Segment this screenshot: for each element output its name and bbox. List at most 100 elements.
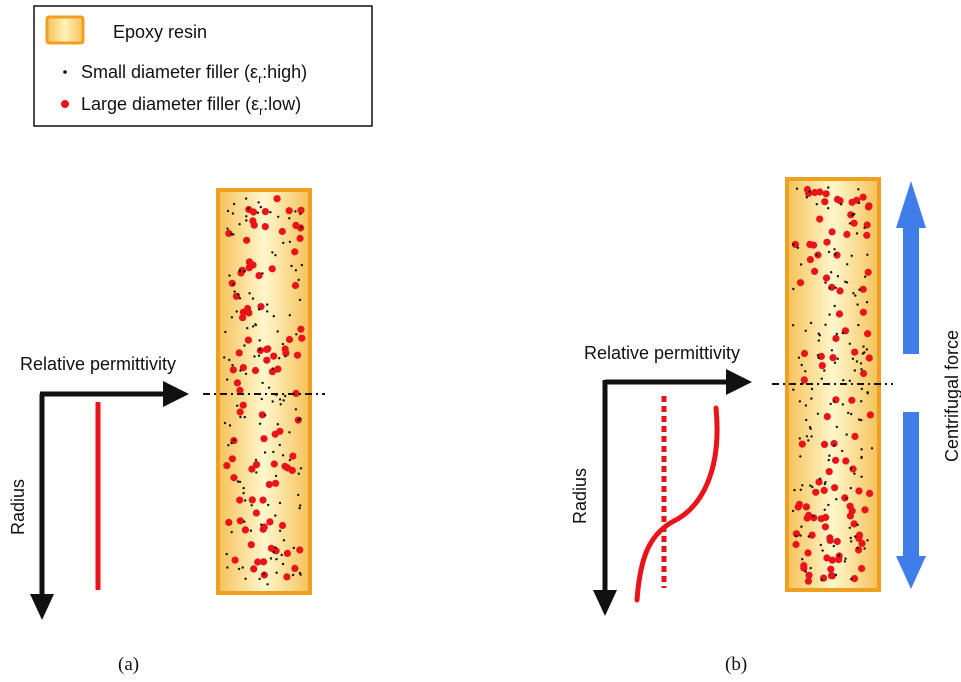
large-filler-particle [850, 575, 859, 583]
large-filler-particle [865, 354, 873, 362]
x-axis-label-b: Relative permittivity [584, 343, 740, 363]
large-filler-particle [265, 480, 273, 489]
small-filler-particle [857, 188, 860, 191]
small-filler-particle [277, 215, 280, 218]
small-filler-particle [297, 472, 300, 475]
large-filler-particle [835, 310, 844, 318]
small-filler-particle [272, 450, 275, 454]
small-filler-particle [292, 546, 295, 550]
small-filler-particle [849, 486, 852, 490]
small-filler-particle [799, 455, 802, 458]
small-filler-particle [230, 441, 233, 445]
large-filler-particle [821, 523, 830, 531]
large-filler-particle [229, 366, 237, 374]
small-filler-particle [860, 400, 863, 403]
small-filler-particle [232, 438, 236, 442]
legend-large-filler-dot [61, 100, 69, 108]
small-filler-particle [272, 550, 275, 554]
small-filler-particle [259, 205, 262, 209]
large-filler-particle [814, 251, 822, 259]
large-filler-particle [830, 439, 838, 448]
small-filler-particle [834, 253, 837, 256]
small-filler-particle [282, 539, 286, 542]
small-filler-particle [247, 207, 250, 210]
small-filler-particle [297, 418, 300, 422]
small-filler-particle [249, 529, 253, 532]
small-filler-particle [804, 329, 807, 332]
large-filler-particle [230, 474, 238, 482]
small-filler-particle [297, 278, 300, 282]
small-filler-particle [850, 254, 853, 257]
small-filler-particle [845, 281, 849, 284]
large-filler-particle [792, 530, 801, 538]
large-filler-particle [263, 356, 271, 364]
y-axis-label-b: Radius [570, 468, 590, 524]
caption-a: (a) [118, 654, 139, 675]
small-filler-particle [264, 414, 267, 417]
small-filler-particle [260, 523, 263, 526]
small-filler-particle [827, 458, 830, 462]
small-filler-particle [819, 543, 822, 547]
small-filler-particle [835, 425, 838, 429]
small-filler-particle [866, 391, 869, 394]
small-filler-particle [845, 497, 848, 500]
small-filler-particle [798, 400, 802, 403]
small-filler-particle [815, 253, 818, 257]
large-filler-particle [851, 348, 859, 356]
small-filler-particle [253, 355, 256, 358]
large-filler-particle [855, 487, 863, 495]
small-filler-particle [267, 503, 270, 507]
large-filler-particle [860, 369, 868, 378]
small-filler-particle [242, 486, 245, 490]
legend-epoxy-swatch [45, 15, 85, 45]
small-filler-particle [230, 531, 233, 534]
small-filler-particle [226, 227, 229, 230]
large-filler-particle [850, 219, 858, 227]
small-filler-particle [297, 493, 300, 497]
large-filler-particle [804, 577, 813, 585]
small-filler-particle [281, 342, 285, 346]
panel-a: Relative permittivity Radius (a) [8, 188, 325, 675]
large-filler-particle [228, 455, 236, 463]
small-filler-particle [804, 404, 808, 407]
large-filler-particle [283, 549, 291, 558]
large-filler-particle [260, 435, 268, 443]
large-filler-particle [828, 228, 836, 236]
small-filler-particle [860, 448, 863, 451]
small-filler-particle [809, 321, 813, 325]
legend-box [33, 5, 373, 127]
small-filler-particle [850, 540, 853, 543]
small-filler-particle [278, 501, 282, 505]
small-filler-particle [832, 400, 836, 403]
large-filler-particle [244, 336, 252, 344]
small-filler-particle [829, 402, 832, 406]
large-filler-particle [859, 308, 868, 316]
small-filler-particle [246, 327, 249, 330]
small-filler-particle [228, 274, 231, 277]
large-filler-particle [270, 460, 278, 468]
large-filler-particle [266, 518, 274, 526]
small-filler-particle [848, 379, 851, 382]
large-filler-particle [827, 572, 836, 580]
small-filler-particle [855, 360, 859, 363]
small-filler-particle [235, 310, 238, 313]
small-filler-particle [245, 219, 248, 222]
large-filler-particle [800, 564, 808, 572]
small-filler-particle [226, 378, 229, 381]
large-filler-particle [796, 279, 805, 287]
large-filler-particle [804, 549, 812, 557]
small-filler-particle [244, 372, 248, 376]
small-filler-particle [276, 330, 279, 333]
small-filler-particle [260, 397, 263, 401]
small-filler-particle [257, 308, 261, 311]
small-filler-particle [284, 355, 287, 358]
small-filler-particle [288, 240, 292, 243]
small-filler-particle [278, 357, 281, 360]
small-filler-particle [809, 566, 812, 570]
large-filler-particle [272, 479, 280, 487]
large-filler-particle [864, 268, 872, 276]
small-filler-particle [278, 529, 282, 532]
small-filler-particle [833, 248, 836, 251]
large-filler-particle [810, 241, 818, 249]
